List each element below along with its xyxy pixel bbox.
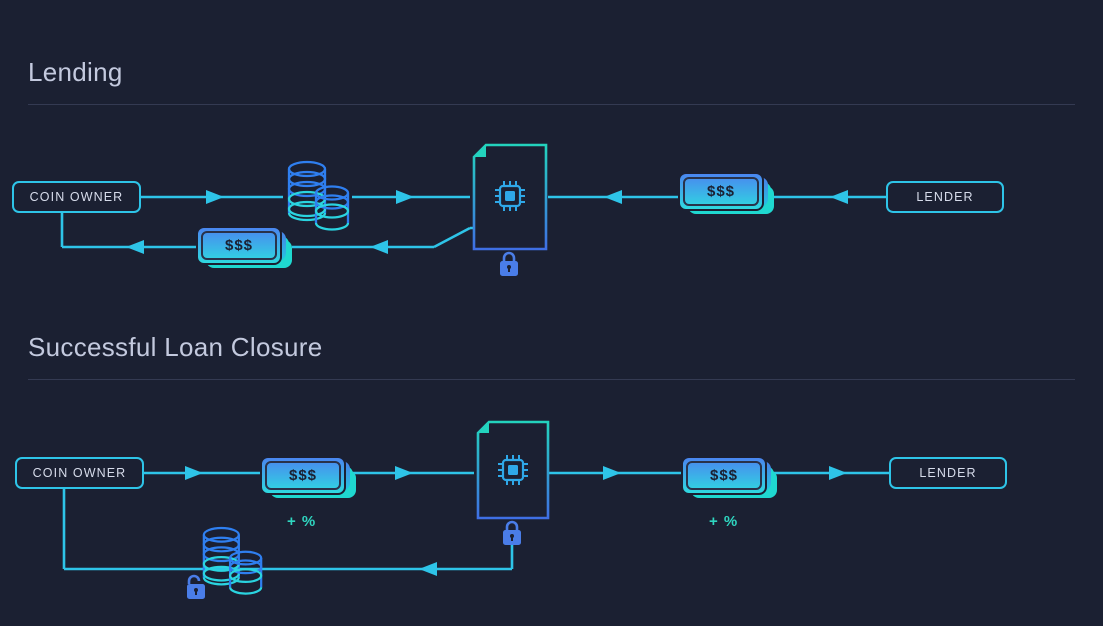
coin-stack-icon (199, 524, 267, 600)
interest-label: + % (709, 513, 739, 530)
arrow-right-icon (185, 466, 203, 480)
arrow-left-icon (126, 240, 144, 254)
arrow-right-icon (603, 466, 621, 480)
arrow-left-icon (604, 190, 622, 204)
money-stack-icon: $$$ (196, 226, 292, 270)
arrow-right-icon (395, 466, 413, 480)
arrow-right-icon (206, 190, 224, 204)
money-label: $$$ (709, 467, 739, 484)
smart-contract-icon[interactable] (470, 143, 550, 251)
money-label: $$$ (706, 183, 736, 200)
interest-label: + % (287, 513, 317, 530)
arrow-right-icon (829, 466, 847, 480)
arrow-left-icon (419, 562, 437, 576)
node-lender[interactable]: LENDER (886, 181, 1004, 213)
money-stack-icon: $$$ (681, 456, 777, 500)
open-lock-icon (185, 573, 207, 600)
node-lender[interactable]: LENDER (889, 457, 1007, 489)
money-label: $$$ (224, 237, 254, 254)
arrow-left-icon (830, 190, 848, 204)
section-title-lending: Lending (28, 57, 123, 87)
closed-lock-icon (501, 519, 523, 546)
node-coin-owner[interactable]: COIN OWNER (15, 457, 144, 489)
closed-lock-icon (498, 250, 520, 277)
node-coin-owner[interactable]: COIN OWNER (12, 181, 141, 213)
money-label: $$$ (288, 467, 318, 484)
money-stack-icon: $$$ (260, 456, 356, 500)
section-title-successful-loan-closure: Successful Loan Closure (28, 332, 323, 362)
arrow-right-icon (396, 190, 414, 204)
money-stack-icon: $$$ (678, 172, 774, 216)
section-divider (28, 379, 1075, 380)
smart-contract-icon[interactable] (474, 420, 552, 520)
chip-icon (495, 181, 525, 211)
section-divider (28, 104, 1075, 105)
chip-icon (498, 455, 528, 485)
coin-stack-icon (284, 158, 354, 236)
arrow-left-icon (370, 240, 388, 254)
